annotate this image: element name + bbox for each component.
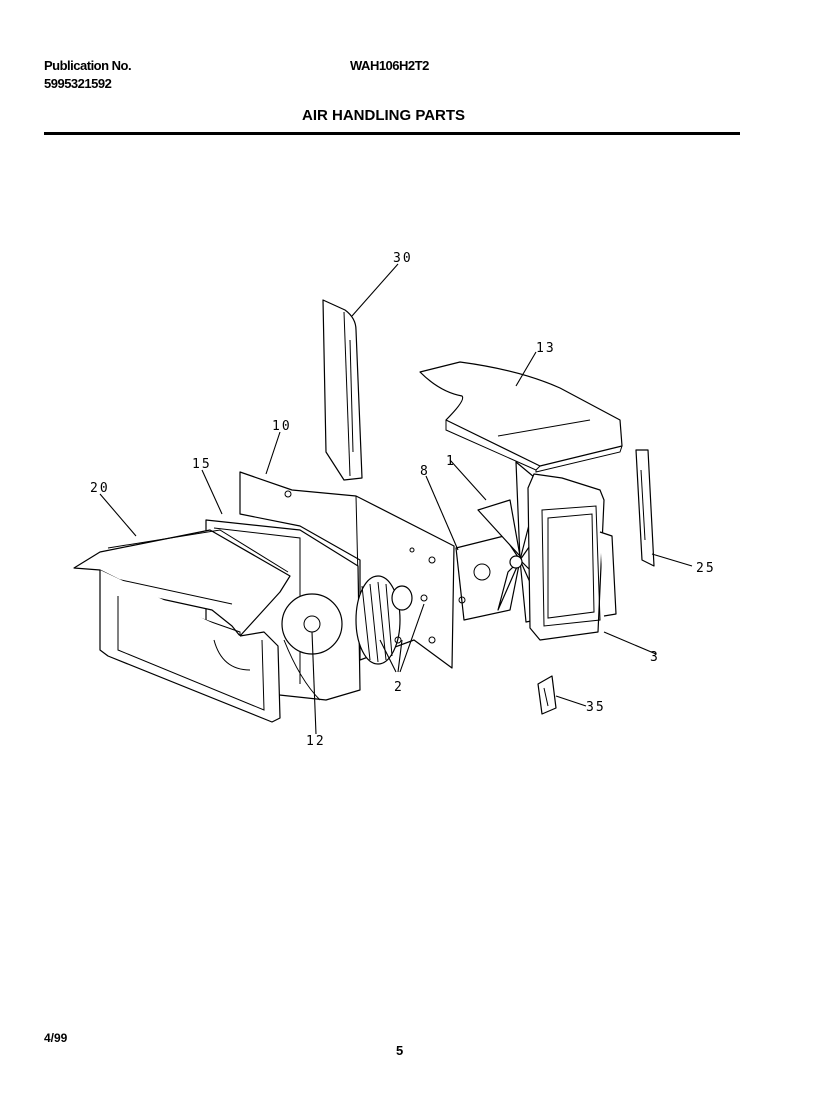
title-rule [44,132,740,135]
callout-30: 30 [393,251,413,266]
part-8-fan-motor [455,535,521,621]
part-25-side-strip [635,449,655,567]
callout-35: 35 [586,700,606,715]
part-20-front-housing [73,529,291,723]
callout-2: 2 [394,680,404,695]
page-number: 5 [396,1043,404,1058]
callout-10: 10 [272,419,292,434]
callout-8: 8 [420,464,430,479]
callout-12: 12 [306,734,326,749]
part-3-condenser-shroud [527,473,617,641]
part-13-top-shroud [419,361,623,473]
blower-wheel [355,575,413,665]
callout-20: 20 [90,481,110,496]
part-2-screws [394,594,428,644]
leader-lines [99,263,693,735]
callout-3: 3 [650,650,660,665]
publication-number: 5995321592 [44,76,112,91]
part-30-panel [322,299,363,481]
callout-25: 25 [696,561,716,576]
callout-15: 15 [192,457,212,472]
publication-label: Publication No. [44,58,132,73]
callout-13: 13 [536,341,556,356]
revision-date: 4/99 [44,1031,68,1045]
page-title: AIR HANDLING PARTS [302,107,466,124]
callout-1: 1 [446,454,456,469]
part-35-bracket [537,675,557,715]
model-number: WAH106H2T2 [350,58,429,73]
